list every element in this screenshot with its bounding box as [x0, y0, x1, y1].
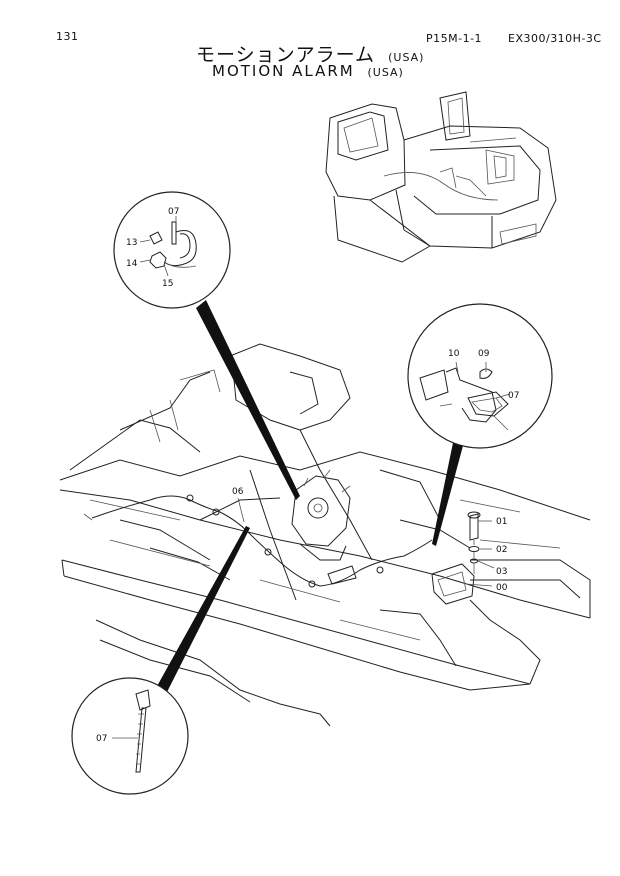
callout-07-bracket: 07	[508, 391, 519, 401]
detail-circle-bracket	[407, 303, 553, 449]
callout-03: 03	[496, 567, 507, 577]
motion-alarm-unit	[431, 511, 481, 605]
chassis-frame	[59, 343, 591, 727]
wire-harness-06	[83, 494, 433, 588]
detail-pointer-right	[432, 438, 464, 546]
callout-01: 01	[496, 517, 507, 527]
callout-labels: 01 02 03 00 06 07 13 14 15 10 09 07 07	[96, 207, 519, 744]
callout-13: 13	[126, 238, 137, 248]
callout-06: 06	[232, 487, 244, 497]
callout-00: 00	[496, 583, 508, 593]
detail-pointer-bottom	[156, 526, 250, 694]
callout-07-sensor: 07	[168, 207, 179, 217]
region-tag-jp: (USA)	[388, 51, 425, 64]
callout-10: 10	[448, 349, 460, 359]
excavator-overview	[325, 91, 557, 263]
title-japanese: モーションアラーム (USA)	[196, 40, 424, 67]
title-english: MOTION ALARM (USA)	[212, 62, 404, 80]
page-number: 131	[56, 30, 79, 43]
main-leaders	[237, 497, 495, 587]
title-english-text: MOTION ALARM	[212, 62, 355, 80]
center-joint-assembly	[291, 469, 351, 561]
title-japanese-text: モーションアラーム	[196, 44, 376, 66]
detail-pointer-top	[196, 300, 300, 500]
callout-02: 02	[496, 545, 507, 555]
region-tag-en: (USA)	[367, 66, 404, 79]
callout-15: 15	[162, 279, 173, 289]
callout-07-clamp: 07	[96, 734, 107, 744]
detail-circle-sensor	[113, 191, 231, 309]
machine-model: EX300/310H-3C	[508, 32, 602, 45]
callout-14: 14	[126, 259, 138, 269]
detail-circle-clamp	[71, 677, 189, 795]
diagram-ref-code: P15M-1-1	[426, 32, 483, 45]
callout-09: 09	[478, 349, 490, 359]
